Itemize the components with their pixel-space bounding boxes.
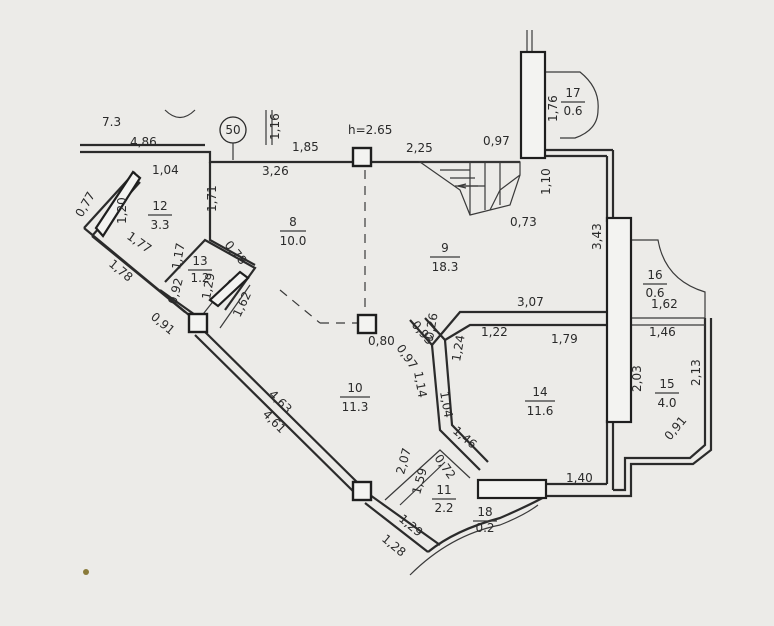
dim-label: 1,46 <box>649 325 676 339</box>
dim-label: 2,25 <box>406 141 433 155</box>
bottom-column <box>476 478 548 500</box>
dim-label: 0,97 <box>394 342 421 372</box>
dim-label: 1,28 <box>379 532 408 560</box>
dim-label: 1,10 <box>539 168 553 195</box>
dim-label: 4,86 <box>130 135 157 149</box>
dim-label: 0,92 <box>165 276 185 305</box>
room-9-number: 9 <box>441 241 449 255</box>
dim-label: 1,29 <box>199 272 217 301</box>
room-10-area: 11.3 <box>342 400 369 414</box>
dim-label: 1,24 <box>449 334 467 363</box>
dim-label: 3,26 <box>262 164 289 178</box>
columns <box>94 50 633 502</box>
dim-label: 0,97 <box>483 134 510 148</box>
room-9-area: 18.3 <box>432 260 459 274</box>
staircase <box>418 161 521 216</box>
dim-label: 1,76 <box>546 95 560 122</box>
dim-label: 1,40 <box>566 471 593 485</box>
dim-label: 3,07 <box>517 295 544 309</box>
dim-label: 1,62 <box>230 289 254 319</box>
dim-label: 2,13 <box>689 359 703 386</box>
room-18-number: 18 <box>477 505 492 519</box>
pillar-top <box>351 146 373 168</box>
dim-label: 1,17 <box>169 242 187 271</box>
room-17-number: 17 <box>565 86 580 100</box>
ceiling-height-label: h=2.65 <box>348 123 392 137</box>
room-11-area: 2.2 <box>434 501 453 515</box>
dim-label: 0,91 <box>148 310 177 338</box>
room-8-area: 10.0 <box>280 234 307 248</box>
dim-label: 1,78 <box>106 257 135 285</box>
room-13-area: 1.2 <box>190 271 209 285</box>
left-column <box>94 170 142 238</box>
room-16-area: 0.6 <box>645 286 664 300</box>
dashed-boundaries <box>279 170 366 324</box>
north-mark: 50 <box>164 109 273 160</box>
room-7-number: 7.3 <box>102 115 121 129</box>
dim-label: 0,80 <box>368 334 395 348</box>
room-14-area: 11.6 <box>527 404 554 418</box>
dim-label: 1,29 <box>396 512 425 540</box>
dim-label: 1,77 <box>124 229 154 256</box>
dim-label: 1,04 <box>437 390 455 419</box>
svg-text:50: 50 <box>225 123 240 137</box>
dim-label: 1,71 <box>205 185 219 212</box>
dim-label: 1,79 <box>551 332 578 346</box>
room-12-number: 12 <box>152 199 167 213</box>
dim-label: 1,62 <box>651 297 678 311</box>
dim-label: 0,26 <box>422 312 440 341</box>
room-18-area: 0.2 <box>475 521 494 535</box>
room-10-number: 10 <box>347 381 362 395</box>
dim-label: 1,85 <box>292 140 319 154</box>
right-column <box>605 216 633 424</box>
room-15-area: 4.0 <box>657 396 676 410</box>
room-15-number: 15 <box>659 377 674 391</box>
dim-label: 0,72 <box>432 452 459 482</box>
inner-column <box>208 270 250 308</box>
stair-column <box>519 50 547 160</box>
room-16-number: 16 <box>647 268 662 282</box>
room-17-area: 0.6 <box>563 104 582 118</box>
room-labels: 7.3 8 10.0 9 18.3 10 11.3 11 2.2 12 3.3 … <box>102 86 679 535</box>
stain-mark <box>83 569 89 575</box>
room-11-number: 11 <box>436 483 451 497</box>
dim-label: 1,22 <box>481 325 508 339</box>
dim-label: 3,43 <box>590 223 604 250</box>
dim-label: 0,73 <box>510 215 537 229</box>
dim-label: 1,20 <box>115 197 129 224</box>
dim-label: 1,14 <box>411 370 429 399</box>
pillar-middle <box>356 313 378 335</box>
dim-label: 0,77 <box>72 189 97 219</box>
dim-label: 1,59 <box>409 466 429 495</box>
dim-label: 2,07 <box>393 446 413 475</box>
room-13-number: 13 <box>192 254 207 268</box>
room-8-number: 8 <box>289 215 297 229</box>
dim-label: 1,04 <box>152 163 179 177</box>
room-14-number: 14 <box>532 385 547 399</box>
dim-label: 0,91 <box>662 413 690 442</box>
dim-label: 1,16 <box>268 113 282 140</box>
pillar-left <box>187 312 209 334</box>
room-12-area: 3.3 <box>150 218 169 232</box>
dim-label: 2,03 <box>630 365 644 392</box>
pillar-bottom <box>351 480 373 502</box>
